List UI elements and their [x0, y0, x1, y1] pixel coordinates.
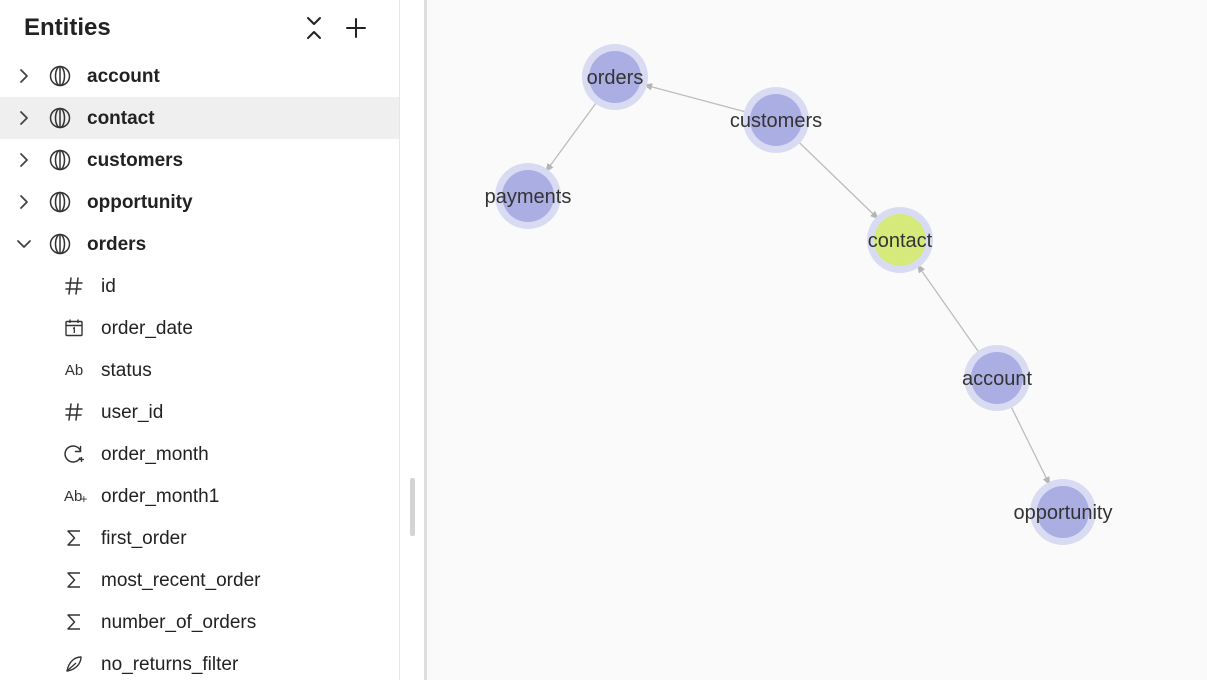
- field-label: first_order: [101, 528, 187, 549]
- field-row-most-recent-order[interactable]: most_recent_order: [0, 559, 399, 601]
- field-label: no_returns_filter: [101, 654, 239, 675]
- edge-account-opportunity: [1009, 404, 1051, 486]
- entity-label: contact: [87, 108, 155, 129]
- entity-icon: [49, 107, 71, 129]
- field-row-status[interactable]: Ab status: [0, 349, 399, 391]
- entity-label: orders: [87, 234, 147, 255]
- edge-orders-payments: [545, 100, 598, 173]
- calendar-icon: [62, 317, 86, 339]
- field-row-first-order[interactable]: first_order: [0, 517, 399, 559]
- node-label: contact: [868, 230, 933, 252]
- entity-label: opportunity: [87, 192, 193, 213]
- sidebar-header: Entities: [0, 0, 399, 56]
- field-row-number-of-orders[interactable]: number_of_orders: [0, 601, 399, 643]
- collapse-all-icon: [307, 17, 321, 39]
- field-row-no-returns-filter[interactable]: no_returns_filter: [0, 643, 399, 680]
- graph-node-payments[interactable]: payments: [485, 163, 572, 229]
- entity-icon: [49, 233, 71, 255]
- collapse-all-button[interactable]: [300, 14, 328, 42]
- field-label: id: [101, 276, 116, 297]
- node-label: account: [962, 368, 1032, 390]
- entity-icon: [49, 149, 71, 171]
- graph-node-orders[interactable]: orders: [582, 44, 648, 110]
- chevron-right-icon[interactable]: [14, 192, 34, 212]
- node-circle[interactable]: [874, 214, 926, 266]
- sigma-icon: [62, 569, 86, 591]
- number-icon: [62, 401, 86, 423]
- entity-row-customers[interactable]: customers: [0, 139, 399, 181]
- text-calc-icon: Ab+: [64, 487, 88, 507]
- field-label: order_month1: [101, 486, 220, 507]
- resize-handle[interactable]: [410, 478, 415, 536]
- node-circle[interactable]: [1037, 486, 1089, 538]
- chevron-right-icon[interactable]: [14, 66, 34, 86]
- field-row-order-date[interactable]: order_date: [0, 307, 399, 349]
- node-label: customers: [730, 110, 822, 132]
- field-row-id[interactable]: id: [0, 265, 399, 307]
- field-label: most_recent_order: [101, 570, 261, 591]
- node-label: orders: [587, 67, 644, 89]
- sigma-icon: [62, 527, 86, 549]
- entity-graph[interactable]: orders customers payments contact account opp…: [427, 0, 1207, 680]
- entity-icon: [49, 65, 71, 87]
- field-label: user_id: [101, 402, 164, 423]
- entity-row-account[interactable]: account: [0, 55, 399, 97]
- nodes-layer: orders customers payments contact account opp…: [485, 44, 1113, 545]
- node-circle[interactable]: [971, 352, 1023, 404]
- chevron-right-icon[interactable]: [14, 108, 34, 128]
- field-label: number_of_orders: [101, 612, 257, 633]
- entity-label: account: [87, 66, 160, 87]
- canvas-border: [424, 0, 427, 680]
- entity-icon: [49, 191, 71, 213]
- filter-icon: [62, 653, 86, 675]
- edges-layer: [545, 83, 1051, 486]
- entity-row-opportunity[interactable]: opportunity: [0, 181, 399, 223]
- sidebar-title: Entities: [24, 14, 111, 41]
- entity-row-contact[interactable]: contact: [0, 97, 399, 139]
- node-circle[interactable]: [589, 51, 641, 103]
- graph-node-contact[interactable]: contact: [867, 207, 933, 273]
- node-label: opportunity: [1014, 502, 1113, 524]
- graph-canvas[interactable]: orders customers payments contact account opp…: [427, 0, 1207, 680]
- graph-node-account[interactable]: account: [962, 345, 1032, 411]
- sigma-icon: [62, 611, 86, 633]
- field-row-order-month[interactable]: order_month: [0, 433, 399, 475]
- panel-splitter: [400, 0, 427, 680]
- chevron-right-icon[interactable]: [14, 150, 34, 170]
- field-label: order_month: [101, 444, 209, 465]
- plus-icon: [346, 18, 366, 38]
- entity-row-orders[interactable]: orders: [0, 223, 399, 265]
- chevron-down-icon[interactable]: [14, 234, 34, 254]
- edge-customers-contact: [797, 140, 880, 220]
- field-row-order-month1[interactable]: Ab+ order_month1: [0, 475, 399, 517]
- entity-label: customers: [87, 150, 184, 171]
- edge-account-contact: [916, 263, 981, 354]
- field-row-user-id[interactable]: user_id: [0, 391, 399, 433]
- node-label: payments: [485, 186, 572, 208]
- graph-node-customers[interactable]: customers: [730, 87, 822, 153]
- text-calc-glyph: Ab: [64, 487, 83, 505]
- node-circle[interactable]: [750, 94, 802, 146]
- node-circle[interactable]: [502, 170, 554, 222]
- entities-sidebar: Entities account: [0, 0, 400, 680]
- edge-customers-orders: [643, 83, 748, 113]
- number-icon: [62, 275, 86, 297]
- graph-node-opportunity[interactable]: opportunity: [1014, 479, 1113, 545]
- field-label: status: [101, 360, 152, 381]
- time-dimension-icon: [62, 443, 86, 465]
- add-entity-button[interactable]: [342, 14, 370, 42]
- field-label: order_date: [101, 318, 193, 339]
- entity-tree: account contact customers: [0, 55, 399, 680]
- text-icon: Ab: [64, 361, 84, 379]
